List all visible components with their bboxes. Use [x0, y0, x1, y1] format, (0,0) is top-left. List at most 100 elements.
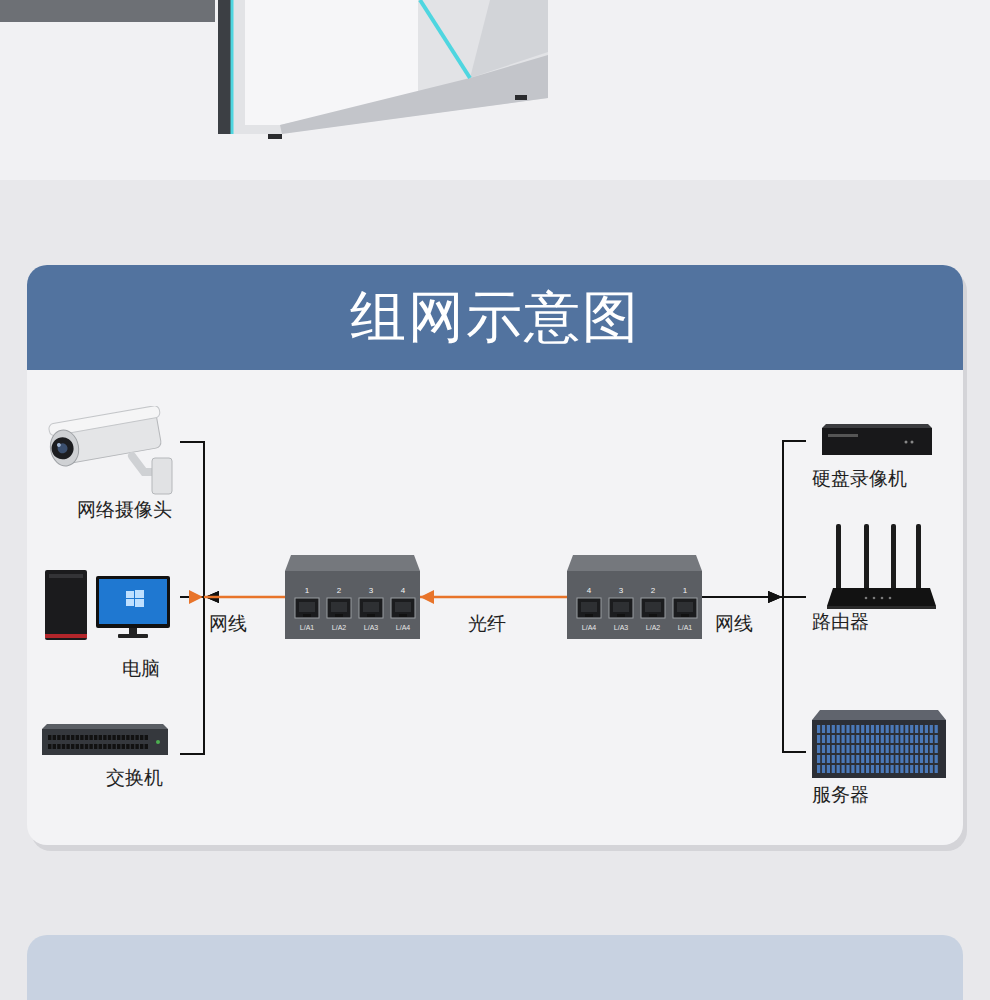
camera-lens	[50, 436, 75, 461]
server-grill	[861, 725, 864, 733]
server-grill	[900, 765, 903, 773]
port-label: L/A1	[673, 624, 697, 632]
title-text: 组网示意图	[27, 265, 963, 370]
server-grill	[822, 755, 825, 763]
dvr-led	[905, 441, 908, 444]
switch-port	[145, 735, 148, 740]
server-foot	[515, 95, 527, 100]
server-grill	[856, 735, 859, 743]
server-grill	[837, 735, 840, 743]
pc-tower	[45, 570, 87, 640]
port-label: L/A4	[577, 624, 601, 632]
device-label: 交换机	[106, 767, 163, 790]
server-grill	[837, 725, 840, 733]
arrowhead	[420, 590, 434, 604]
server-top-panel	[0, 0, 215, 22]
connector-line	[180, 597, 285, 754]
router-body	[827, 588, 936, 606]
arrowhead	[768, 591, 782, 603]
server-grill	[822, 765, 825, 773]
device-label: 网络摄像头	[77, 499, 172, 522]
server-body	[232, 0, 548, 134]
title-bar	[27, 265, 963, 370]
rj45-port	[677, 602, 693, 612]
server-grill	[905, 755, 908, 763]
pc-tower	[49, 574, 83, 578]
rj45-port	[617, 614, 625, 617]
rj45-port	[363, 602, 379, 612]
switch-port	[108, 744, 111, 749]
server-grill	[876, 725, 879, 733]
server-grill	[832, 745, 835, 753]
server-grill	[861, 765, 864, 773]
switch-port	[53, 735, 56, 740]
switch-node: 交换机	[38, 724, 180, 794]
switch-port	[89, 744, 92, 749]
router-body	[827, 606, 936, 609]
server-grill	[895, 745, 898, 753]
switch-port	[85, 744, 88, 749]
switch-port	[62, 744, 65, 749]
computer-node: 电脑	[40, 566, 180, 686]
server-grill	[930, 735, 933, 743]
router-led	[865, 597, 868, 600]
server-grill	[891, 735, 894, 743]
server-grill	[832, 735, 835, 743]
server-grill	[817, 745, 820, 753]
server-grill	[886, 745, 889, 753]
rj45-port	[673, 598, 697, 618]
server-grill	[817, 765, 820, 773]
switch-port	[66, 744, 69, 749]
switch-top	[42, 724, 168, 729]
server-grill	[920, 735, 923, 743]
server-grill	[891, 725, 894, 733]
server-grill	[842, 725, 845, 733]
pc-logo	[135, 590, 144, 598]
server-grill	[930, 765, 933, 773]
switch-port	[131, 735, 134, 740]
server-node: 服务器	[806, 706, 956, 810]
edge-label: 网线	[713, 613, 755, 636]
server-grill	[910, 745, 913, 753]
server-edge	[218, 0, 232, 134]
switch-port	[85, 735, 88, 740]
server-grill	[846, 725, 849, 733]
rj45-port	[395, 602, 411, 612]
server-grill	[861, 735, 864, 743]
server-grill	[905, 735, 908, 743]
server-grill	[915, 755, 918, 763]
server-grill	[930, 755, 933, 763]
server-grill	[891, 765, 894, 773]
server-grill	[915, 765, 918, 773]
device-label: 服务器	[812, 784, 869, 807]
server-grill	[935, 735, 938, 743]
rj45-port	[641, 598, 665, 618]
server-grill	[832, 725, 835, 733]
server-grill	[935, 755, 938, 763]
server-grill	[856, 765, 859, 773]
server-grill	[832, 765, 835, 773]
server-grill	[900, 725, 903, 733]
switch-port	[71, 735, 74, 740]
switch-port	[80, 735, 83, 740]
server-grill	[876, 735, 879, 743]
server-grill	[905, 725, 908, 733]
server-grill	[891, 755, 894, 763]
server-grill	[920, 745, 923, 753]
server-grill	[895, 735, 898, 743]
rj45-port	[335, 614, 343, 617]
switch-port	[117, 735, 120, 740]
switch-port	[112, 744, 115, 749]
server-grill	[871, 735, 874, 743]
server-grill	[925, 725, 928, 733]
server-grill	[851, 745, 854, 753]
switch-port	[99, 735, 102, 740]
camera-mount	[152, 458, 172, 494]
server-grill	[817, 725, 820, 733]
switch-port	[71, 744, 74, 749]
server-light	[231, 0, 234, 134]
media-converter: 4321L/A4L/A3L/A2L/A1	[567, 555, 702, 639]
switch-port	[135, 735, 138, 740]
